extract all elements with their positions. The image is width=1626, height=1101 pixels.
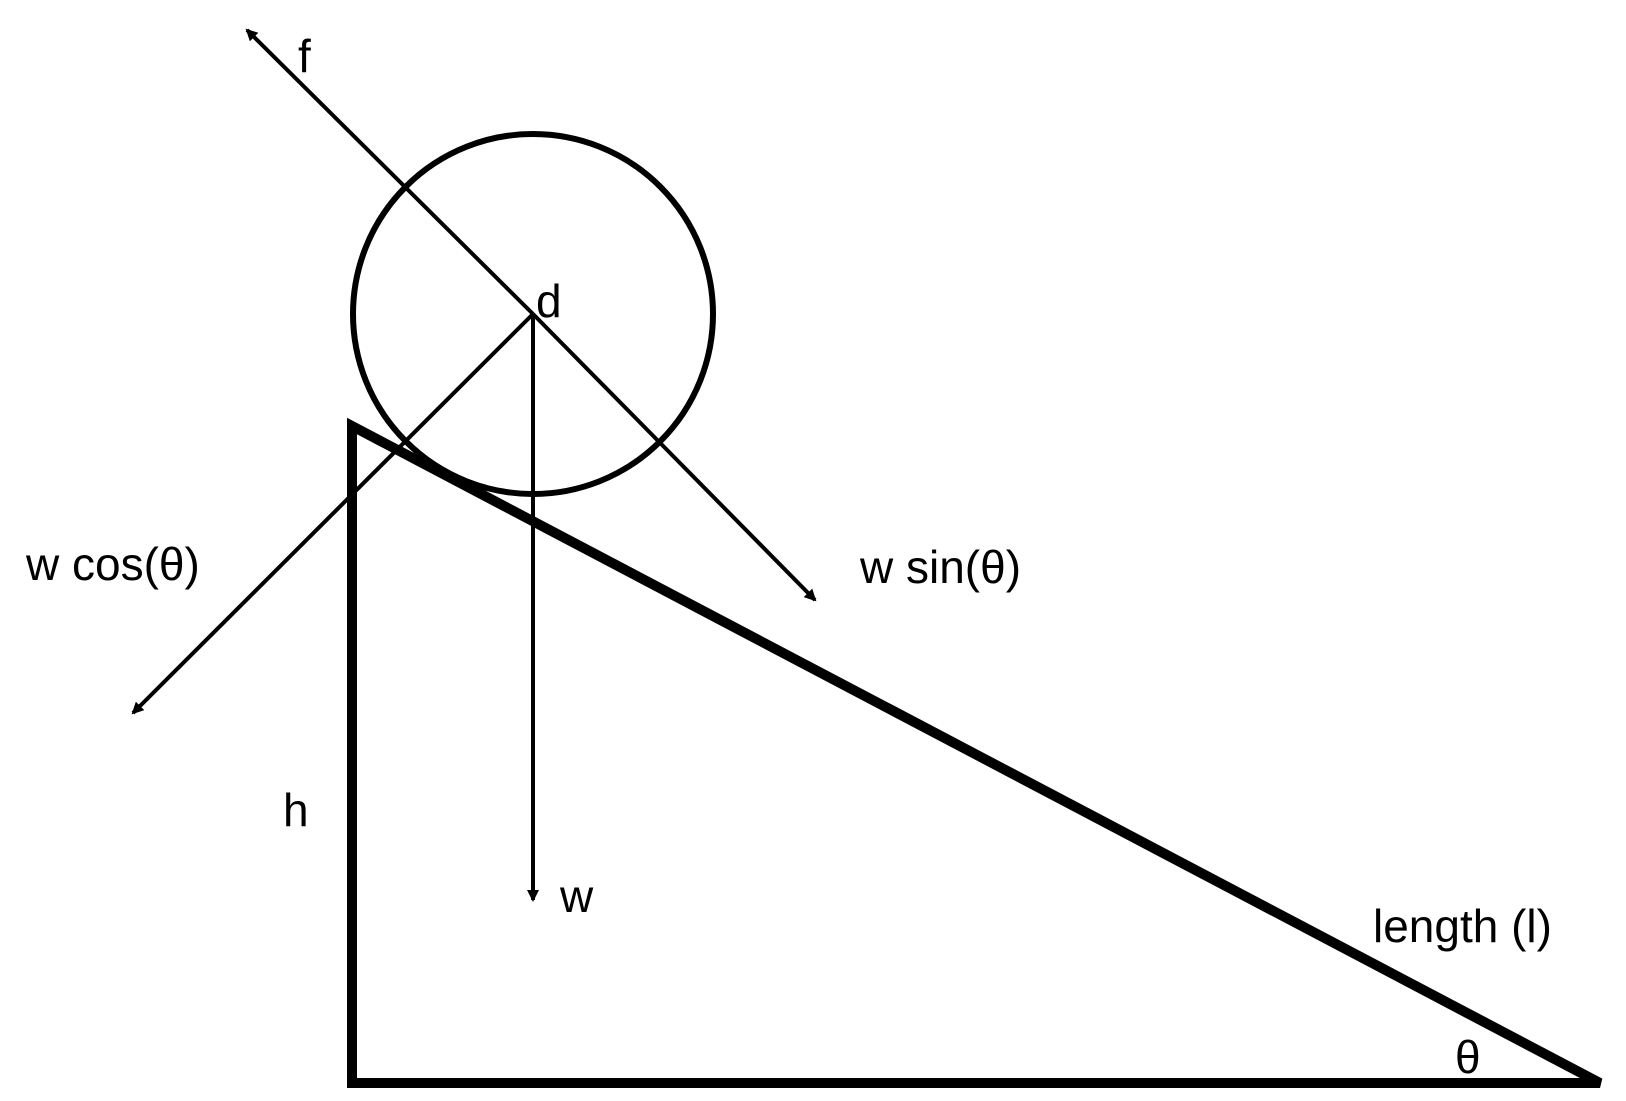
w-cos-label: w cos(θ) <box>25 538 200 590</box>
w-sin-label: w sin(θ) <box>859 541 1021 593</box>
w-sin-force-arrow <box>531 312 817 602</box>
height-label: h <box>283 784 309 836</box>
friction-force-arrow <box>245 28 535 316</box>
friction-label: f <box>298 30 311 82</box>
w-cos-force-arrow <box>131 312 535 715</box>
length-label: length (l) <box>1373 900 1552 952</box>
weight-label: w <box>559 870 594 922</box>
center-label: d <box>536 275 562 327</box>
inclined-plane-triangle <box>347 417 1603 1088</box>
angle-theta-label: θ <box>1455 1031 1481 1083</box>
